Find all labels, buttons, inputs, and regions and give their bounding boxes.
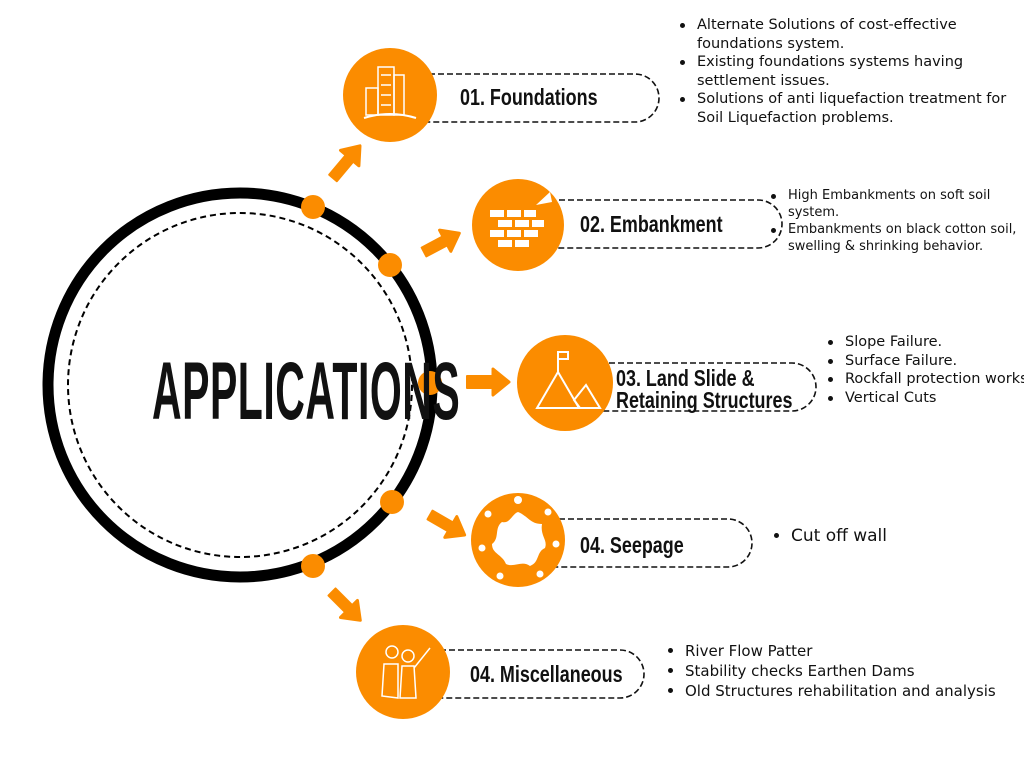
bullet-item: Existing foundations systems having sett… <box>680 53 1024 90</box>
connector-dot-5 <box>301 554 325 578</box>
bullet-item: Alternate Solutions of cost-effective fo… <box>680 16 1024 53</box>
connector-dot-2 <box>378 253 402 277</box>
bullet-item: Old Structures rehabilitation and analys… <box>668 681 1024 701</box>
landslide-bullets: Slope Failure. Surface Failure. Rockfall… <box>825 333 1024 407</box>
bullet-item: High Embankments on soft soil system. <box>771 187 1024 221</box>
label-miscellaneous: 04. Miscellaneous <box>470 661 623 687</box>
brick-wall-trowel-icon <box>490 192 552 247</box>
bullet-item: Solutions of anti liquefaction treatment… <box>680 90 1024 127</box>
connector-dot-3 <box>418 371 442 395</box>
pill-foundations <box>420 73 660 123</box>
arrow-4 <box>426 509 467 539</box>
bullet-item: River Flow Patter <box>668 641 1024 661</box>
arrow-3 <box>466 367 511 397</box>
connector-dot-1 <box>301 195 325 219</box>
embankment-bullets: High Embankments on soft soil system. Em… <box>768 187 1024 255</box>
people-pointing-icon <box>381 645 431 699</box>
bullet-item: Vertical Cuts <box>828 389 1024 408</box>
inner-dashed-ring <box>67 212 413 558</box>
label-seepage: 04. Seepage <box>580 532 684 558</box>
mountain-flag-icon <box>535 351 602 409</box>
label-landslide-line1: 03. Land Slide & <box>616 365 755 391</box>
bullet-item: Surface Failure. <box>828 352 1024 371</box>
connector-dot-4 <box>380 490 404 514</box>
applications-title: APPLICATIONS <box>152 346 461 437</box>
pill-landslide <box>600 362 817 412</box>
label-landslide-line2: Retaining Structures <box>616 387 793 413</box>
label-embankment: 02. Embankment <box>580 211 723 237</box>
bullet-item: Cut off wall <box>774 526 991 546</box>
seepage-bullets: Cut off wall <box>771 526 991 546</box>
arrow-1 <box>328 144 362 183</box>
arrow-2 <box>420 228 461 258</box>
pill-miscellaneous <box>440 649 645 699</box>
arrow-5 <box>327 587 362 622</box>
bullet-item: Rockfall protection works. <box>828 370 1024 389</box>
icon-circle-miscellaneous <box>356 625 450 719</box>
label-foundations: 01. Foundations <box>460 84 598 110</box>
bullet-item: Embankments on black cotton soil, swelli… <box>771 221 1024 255</box>
bullet-item: Slope Failure. <box>828 333 1024 352</box>
bullet-item: Stability checks Earthen Dams <box>668 661 1024 681</box>
buildings-icon <box>363 66 417 119</box>
miscellaneous-bullets: River Flow Patter Stability checks Earth… <box>665 641 1024 701</box>
pill-seepage <box>550 518 753 568</box>
foundations-bullets: Alternate Solutions of cost-effective fo… <box>677 16 1024 127</box>
pill-embankment <box>550 199 783 249</box>
water-splash-icon <box>478 496 560 580</box>
